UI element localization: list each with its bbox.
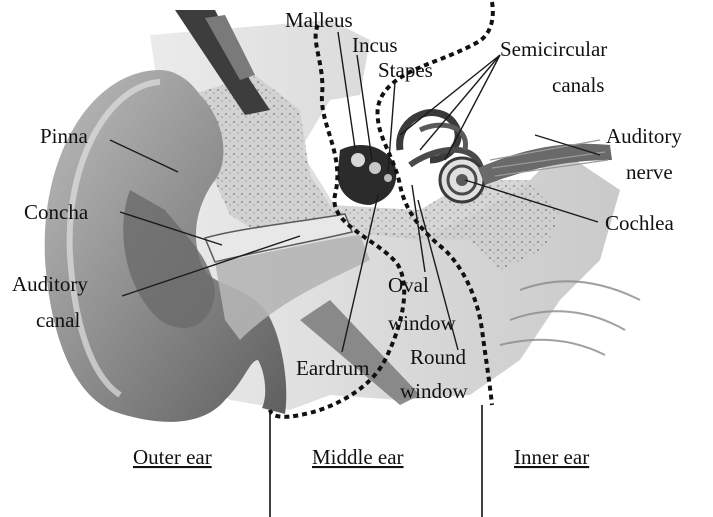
leader-incus <box>357 55 372 160</box>
label-auditory-nerve-line1: Auditory <box>606 124 682 148</box>
label-semicircular-canals-line1: Semicircular <box>500 37 607 61</box>
ossicle-malleus-head <box>351 153 365 167</box>
leader-semicircular-c <box>445 55 500 160</box>
label-oval-window-line1: Oval <box>388 273 429 297</box>
label-round-window-line2: window <box>400 379 469 403</box>
label-incus: Incus <box>352 33 398 57</box>
label-pinna: Pinna <box>40 124 89 148</box>
label-stapes: Stapes <box>378 58 433 82</box>
region-middle-ear: Middle ear <box>312 445 404 469</box>
region-outer-ear: Outer ear <box>133 445 212 469</box>
label-round-window-line1: Round <box>410 345 467 369</box>
label-auditory-canal-line2: canal <box>36 308 80 332</box>
ossicle-incus <box>369 162 381 174</box>
label-cochlea: Cochlea <box>605 211 674 235</box>
leader-stapes <box>388 82 395 172</box>
region-inner-ear: Inner ear <box>514 445 589 469</box>
label-auditory-nerve-line2: nerve <box>626 160 673 184</box>
label-auditory-canal-line1: Auditory <box>12 272 88 296</box>
label-malleus: Malleus <box>285 8 353 32</box>
label-concha: Concha <box>24 200 89 224</box>
label-eardrum: Eardrum <box>296 356 369 380</box>
label-oval-window-line2: window <box>388 311 457 335</box>
ossicle-stapes <box>384 174 392 182</box>
label-semicircular-canals-line2: canals <box>552 73 604 97</box>
